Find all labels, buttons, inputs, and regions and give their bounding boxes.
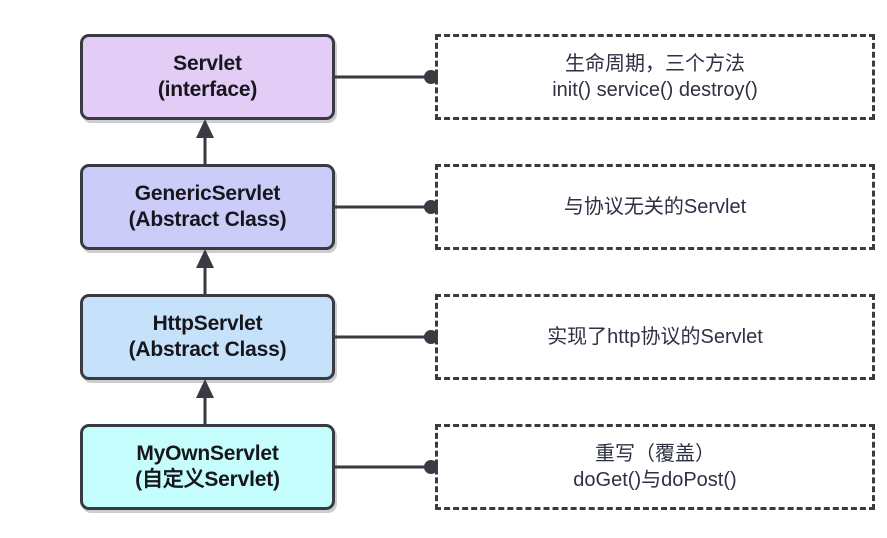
class-name-myownservlet: MyOwnServlet (136, 442, 279, 466)
class-name-httpservlet: HttpServlet (152, 312, 263, 336)
class-name-servlet: Servlet (173, 52, 242, 76)
class-stereotype-myownservlet: (自定义Servlet) (135, 468, 280, 491)
note-line-1: 与协议无关的Servlet (563, 196, 747, 218)
note-line-1: 重写（覆盖） (595, 443, 715, 465)
note-line-2: init() service() destroy() (552, 79, 758, 101)
note-box-genericservlet[interactable]: 与协议无关的Servlet (435, 164, 875, 250)
note-line-1: 实现了http协议的Servlet (547, 326, 763, 348)
inheritance-arrow-generic-to-servlet (196, 119, 214, 166)
class-box-myownservlet[interactable]: MyOwnServlet (自定义Servlet) (80, 424, 335, 510)
class-stereotype-httpservlet: (Abstract Class) (128, 338, 287, 361)
note-line-2: doGet()与doPost() (573, 469, 737, 491)
class-box-genericservlet[interactable]: GenericServlet (Abstract Class) (80, 164, 335, 250)
inheritance-arrow-http-to-generic (196, 249, 214, 296)
note-connector-genericservlet (335, 200, 438, 214)
note-connector-myownservlet (335, 460, 438, 474)
class-stereotype-genericservlet: (Abstract Class) (128, 208, 287, 231)
note-connector-servlet (335, 70, 438, 84)
class-name-genericservlet: GenericServlet (134, 182, 281, 206)
note-box-servlet[interactable]: 生命周期，三个方法 init() service() destroy() (435, 34, 875, 120)
note-box-httpservlet[interactable]: 实现了http协议的Servlet (435, 294, 875, 380)
note-box-myownservlet[interactable]: 重写（覆盖） doGet()与doPost() (435, 424, 875, 510)
class-box-httpservlet[interactable]: HttpServlet (Abstract Class) (80, 294, 335, 380)
inheritance-arrow-myown-to-http (196, 379, 214, 426)
class-box-servlet[interactable]: Servlet (interface) (80, 34, 335, 120)
class-stereotype-servlet: (interface) (157, 78, 258, 101)
note-connector-httpservlet (335, 330, 438, 344)
note-line-1: 生命周期，三个方法 (565, 53, 745, 75)
